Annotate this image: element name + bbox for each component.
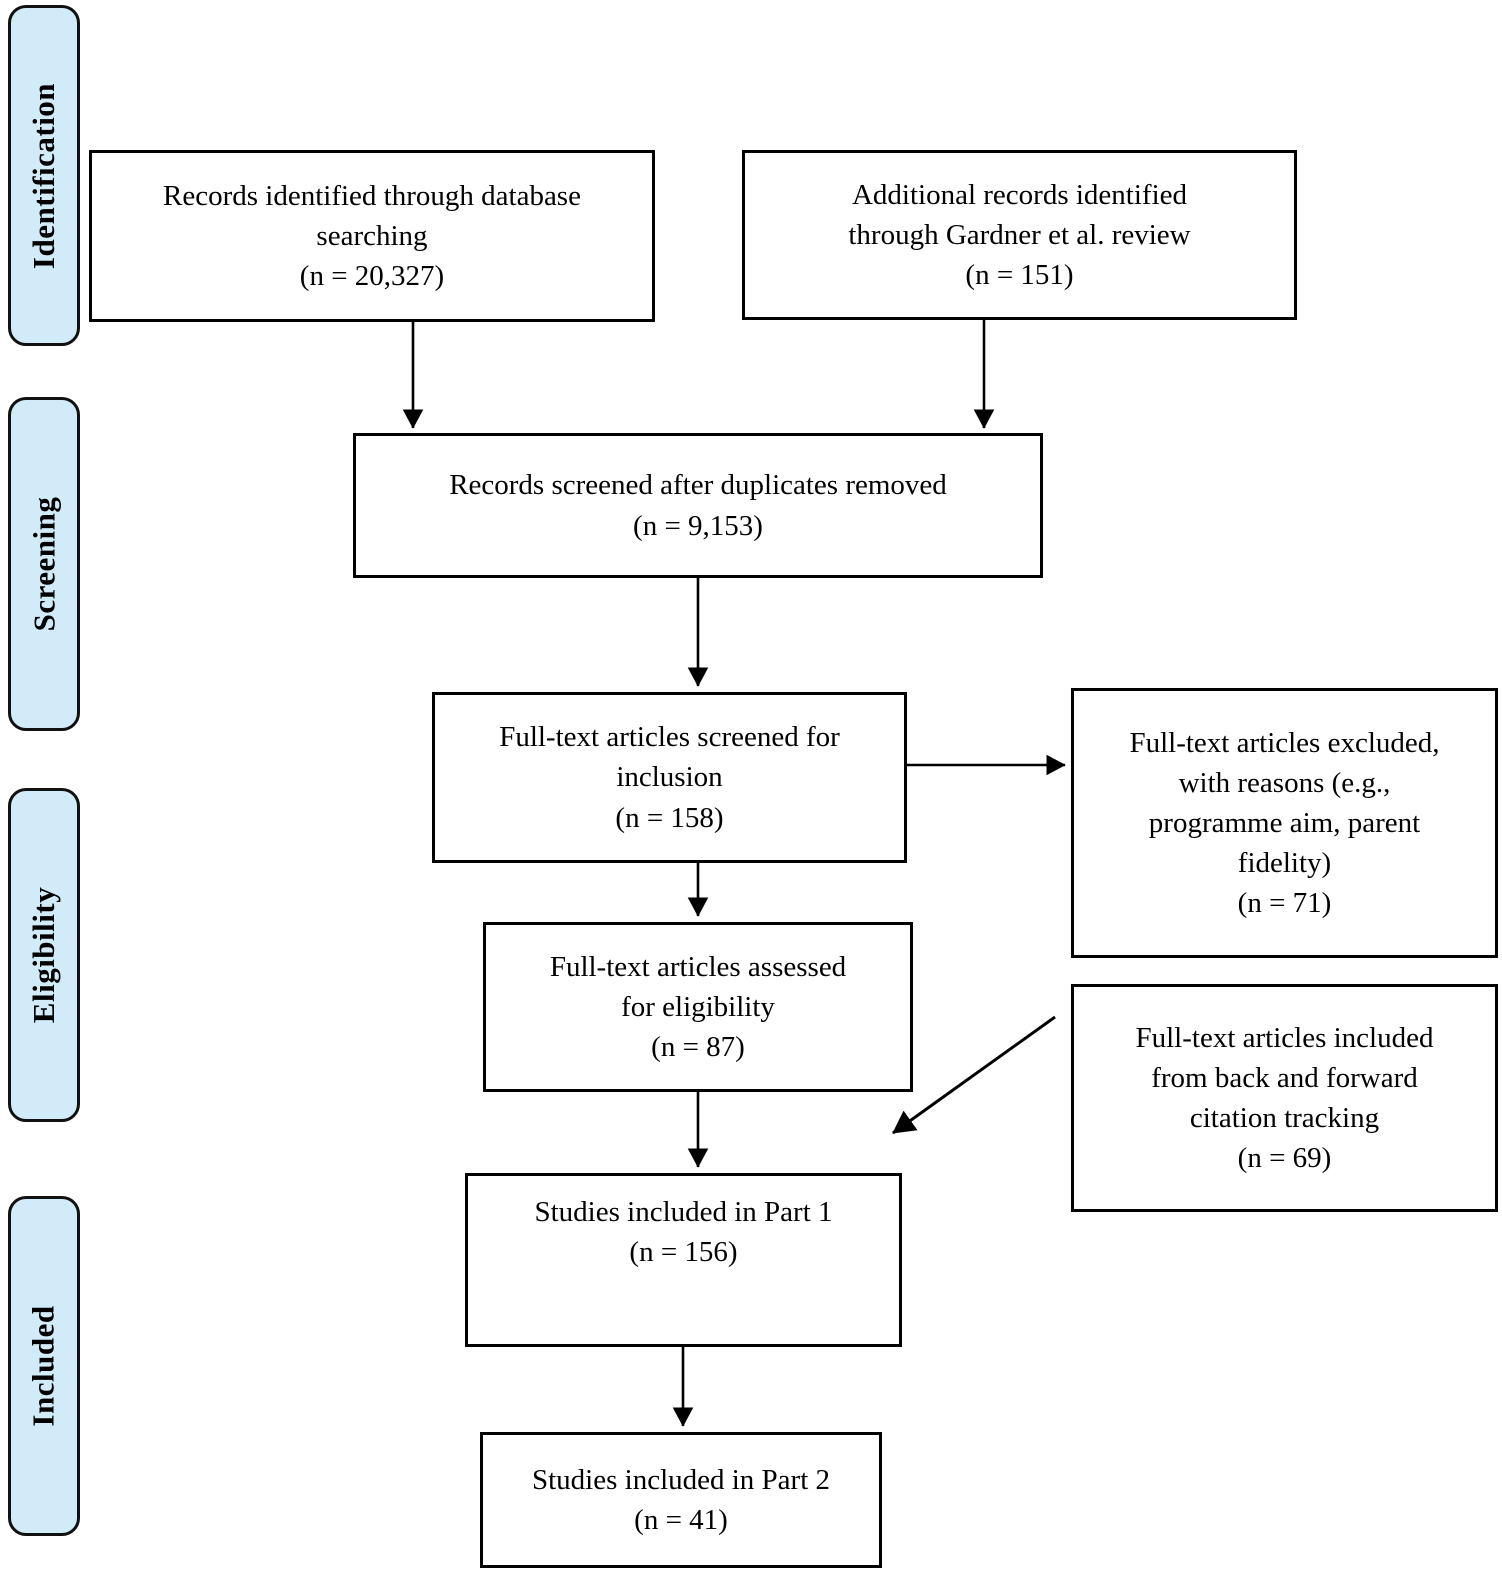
stage-label-eligibility-text: Eligibility [26, 886, 62, 1024]
box-records-screened-text: Records screened after duplicates remove… [449, 469, 947, 502]
box-fulltext-excluded-text: Full-text articles excluded, with reason… [1129, 726, 1440, 879]
arrow-citation-to-part1 [892, 1015, 1056, 1135]
box-fulltext-citation: Full-text articles included from back an… [1071, 984, 1498, 1212]
box-part1-included-text: Studies included in Part 1 [534, 1196, 833, 1228]
box-fulltext-citation-count: (n = 69) [1237, 1142, 1332, 1175]
stage-label-screening: Screening [8, 397, 80, 731]
stage-label-identification-text: Identification [26, 82, 61, 269]
box-additional-records-text: Additional records identified through Ga… [848, 178, 1191, 251]
stage-label-identification: Identification [8, 5, 80, 346]
box-additional-records: Additional records identified through Ga… [742, 150, 1297, 320]
box-part1-included-count: (n = 156) [629, 1236, 738, 1269]
box-records-identified-text: Records identified through database sear… [163, 179, 581, 252]
box-fulltext-assessed-text: Full-text articles assessed for eligibil… [549, 950, 847, 1023]
box-fulltext-screened: Full-text articles screened for inclusio… [432, 692, 907, 863]
box-part1-included: Studies included in Part 1 (n = 156) [465, 1173, 902, 1347]
box-records-screened: Records screened after duplicates remove… [353, 433, 1043, 578]
box-part2-included-count: (n = 41) [634, 1504, 728, 1536]
box-fulltext-assessed: Full-text articles assessed for eligibil… [483, 922, 913, 1092]
box-part2-included: Studies included in Part 2 (n = 41) [480, 1432, 882, 1568]
box-records-identified: Records identified through database sear… [89, 150, 655, 322]
box-part2-included-text: Studies included in Part 2 [531, 1463, 831, 1496]
box-fulltext-excluded-count: (n = 71) [1237, 887, 1332, 920]
box-fulltext-screened-count: (n = 158) [615, 801, 724, 834]
box-records-identified-count: (n = 20,327) [299, 260, 445, 292]
box-fulltext-citation-text: Full-text articles included from back an… [1135, 1021, 1434, 1134]
box-fulltext-assessed-count: (n = 87) [651, 1031, 745, 1063]
box-fulltext-screened-text: Full-text articles screened for inclusio… [499, 721, 840, 794]
box-fulltext-excluded: Full-text articles excluded, with reason… [1071, 688, 1498, 958]
box-records-screened-count: (n = 9,153) [633, 509, 763, 542]
stage-label-eligibility: Eligibility [8, 788, 80, 1122]
box-additional-records-count: (n = 151) [965, 259, 1074, 291]
stage-label-included: Included [8, 1196, 80, 1536]
stage-label-included-text: Included [26, 1305, 62, 1427]
stage-label-screening-text: Screening [26, 496, 61, 632]
